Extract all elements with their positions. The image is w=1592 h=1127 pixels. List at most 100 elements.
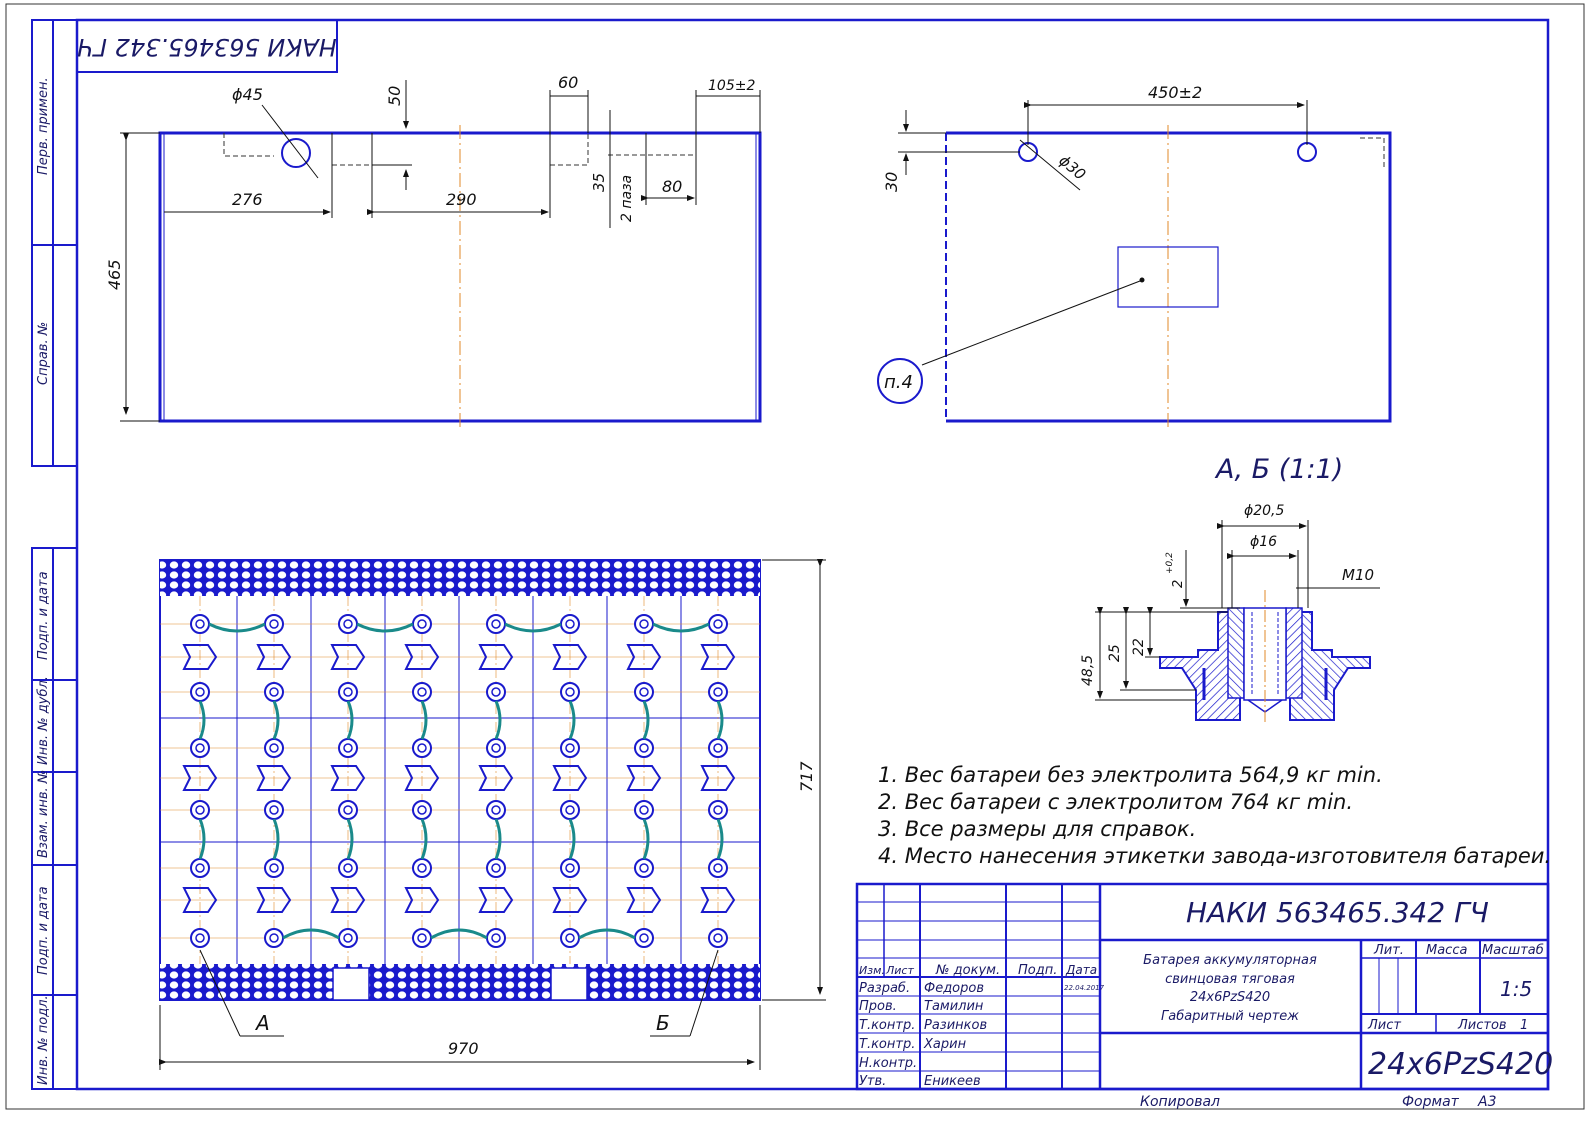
terminal-core — [713, 619, 723, 629]
vent-plug — [256, 765, 292, 791]
terminal-core — [195, 863, 205, 873]
terminal-core — [195, 687, 205, 697]
vent-plug — [404, 644, 440, 670]
vent-plug — [182, 644, 218, 670]
terminal — [560, 858, 580, 878]
sheets-label: Листов — [1457, 1018, 1507, 1033]
terminal-core — [417, 863, 427, 873]
header-izm: Изм. — [859, 964, 885, 977]
dim-2: 2 — [1171, 580, 1186, 588]
terminal — [190, 800, 210, 820]
terminal — [338, 738, 358, 758]
format-value: А3 — [1477, 1094, 1496, 1110]
lit-label: Лит. — [1373, 943, 1404, 958]
terminal — [264, 738, 284, 758]
vent-plug — [626, 765, 662, 791]
format-label: Формат — [1402, 1094, 1460, 1110]
role-name: Тамилин — [924, 999, 984, 1014]
stamp-box — [76, 19, 338, 73]
terminal — [412, 614, 432, 634]
dim-465: 465 — [105, 259, 124, 290]
terminal-core — [639, 933, 649, 943]
sheet-label: Лист — [1367, 1018, 1401, 1033]
scale-value: 1:5 — [1500, 977, 1532, 1001]
side-label-podp2: Подп. и дата — [36, 886, 51, 975]
side-label-perv: Перв. примен. — [36, 77, 51, 175]
cell-grid — [160, 596, 760, 964]
header-sign: Подп. — [1018, 963, 1057, 978]
terminal — [560, 928, 580, 948]
vent-plug — [256, 887, 292, 913]
title-name-2: свинцовая тяговая — [1165, 972, 1295, 987]
terminal-core — [343, 863, 353, 873]
header-doc: № докум. — [935, 963, 1000, 978]
cell-link — [494, 818, 502, 860]
cell-link — [272, 700, 280, 740]
terminal-core — [639, 687, 649, 697]
terminal — [264, 800, 284, 820]
terminal — [634, 738, 654, 758]
terminal — [338, 858, 358, 878]
terminal-core — [195, 743, 205, 753]
header-date: Дата — [1065, 963, 1097, 977]
role-label: Т.контр. — [859, 1018, 915, 1033]
terminal-core — [565, 619, 575, 629]
terminal — [486, 614, 506, 634]
mark-b: Б — [656, 1011, 670, 1035]
terminal-core — [565, 743, 575, 753]
terminal-core — [343, 805, 353, 815]
terminal — [486, 682, 506, 702]
role-label: Разраб. — [859, 981, 910, 996]
role-date: 22.04.2017 — [1064, 984, 1105, 992]
mass-label: Масса — [1426, 943, 1467, 958]
role-name: Еникеев — [924, 1074, 981, 1089]
role-name: Федоров — [924, 981, 984, 996]
vent-plug — [404, 765, 440, 791]
dim-d45: ϕ45 — [232, 85, 263, 104]
vent-plug — [626, 887, 662, 913]
terminal-core — [195, 933, 205, 943]
cell-link — [198, 700, 206, 740]
terminal — [634, 682, 654, 702]
vent-plug — [700, 765, 736, 791]
terminal-core — [269, 687, 279, 697]
dim-50: 50 — [385, 86, 404, 106]
dim-290: 290 — [446, 190, 477, 209]
terminal-core — [491, 687, 501, 697]
vent-plug — [182, 887, 218, 913]
terminal-core — [565, 687, 575, 697]
top-grille — [160, 560, 760, 596]
terminal-core — [639, 863, 649, 873]
scale-label: Масштаб — [1482, 943, 1544, 958]
dim-450: 450±2 — [1148, 83, 1202, 102]
role-name: Разинков — [924, 1018, 987, 1033]
terminal — [190, 738, 210, 758]
terminal — [634, 928, 654, 948]
terminal — [486, 738, 506, 758]
terminal-core — [195, 805, 205, 815]
terminal — [338, 682, 358, 702]
terminal-core — [713, 805, 723, 815]
terminal — [560, 682, 580, 702]
cell-link — [198, 818, 206, 860]
dim-22: 22 — [1131, 638, 1147, 656]
title-name-3: 24х6PzS420 — [1190, 990, 1270, 1005]
terminal-core — [343, 743, 353, 753]
bottom-grille — [160, 964, 760, 1000]
cell-link — [430, 928, 488, 940]
terminal-core — [417, 687, 427, 697]
role-label: Н.контр. — [859, 1056, 917, 1071]
dim-35: 35 — [590, 173, 608, 192]
dim-80: 80 — [662, 177, 682, 196]
terminal-core — [565, 933, 575, 943]
terminal — [486, 800, 506, 820]
vent-plug — [552, 644, 588, 670]
header-list: Лист — [885, 964, 914, 977]
dim-m10: М10 — [1342, 566, 1374, 584]
role-label: Пров. — [859, 999, 897, 1014]
dim-d30: ϕ30 — [1055, 151, 1089, 183]
cell-link — [272, 818, 280, 860]
terminal — [634, 800, 654, 820]
terminal-core — [343, 687, 353, 697]
